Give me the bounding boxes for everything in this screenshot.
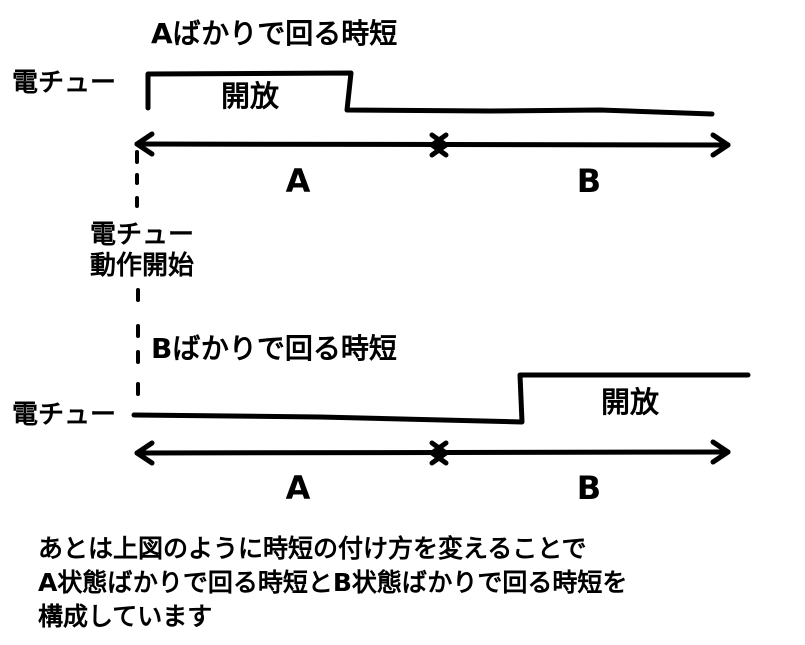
signal-line-a xyxy=(145,70,715,117)
start-marker-dashes xyxy=(135,150,140,396)
segment-a-label-bottom: A xyxy=(286,469,311,507)
start-label-line2: 動作開始 xyxy=(90,251,195,281)
footer-note: あとは上図のように時短の付け方を変えることで A状態ばかりで回る時短とB状態ばか… xyxy=(38,532,627,634)
signal-line-b xyxy=(131,372,751,425)
divider-b xyxy=(429,440,449,466)
arrowhead-b-left xyxy=(134,440,155,466)
arrowhead-a-right xyxy=(710,132,731,158)
segment-b-label-bottom: B xyxy=(577,469,601,507)
diagram-a-title: Aばかりで回る時短 xyxy=(151,17,398,50)
start-label-line1: 電チュー xyxy=(90,220,195,250)
arrowhead-b-right xyxy=(710,439,731,465)
diagram-b-open-label: 開放 xyxy=(601,385,660,419)
footer-line3: 構成しています xyxy=(38,602,213,631)
diagram-b-row-label: 電チュー xyxy=(12,400,117,430)
footer-line2: A状態ばかりで回る時短とB状態ばかりで回る時短を xyxy=(38,568,628,597)
footer-line1: あとは上図のように時短の付け方を変えることで xyxy=(38,534,587,563)
diagram-a-open-label: 開放 xyxy=(221,79,280,113)
diagram-b-title: Bばかりで回る時短 xyxy=(151,332,397,365)
arrowhead-a-left xyxy=(134,131,155,157)
divider-a xyxy=(429,132,449,158)
diagram-a-row-label: 電チュー xyxy=(12,68,117,98)
segment-a-label-top: A xyxy=(286,162,311,200)
start-label: 電チュー 動作開始 xyxy=(90,220,194,282)
segment-b-label-top: B xyxy=(577,162,601,200)
